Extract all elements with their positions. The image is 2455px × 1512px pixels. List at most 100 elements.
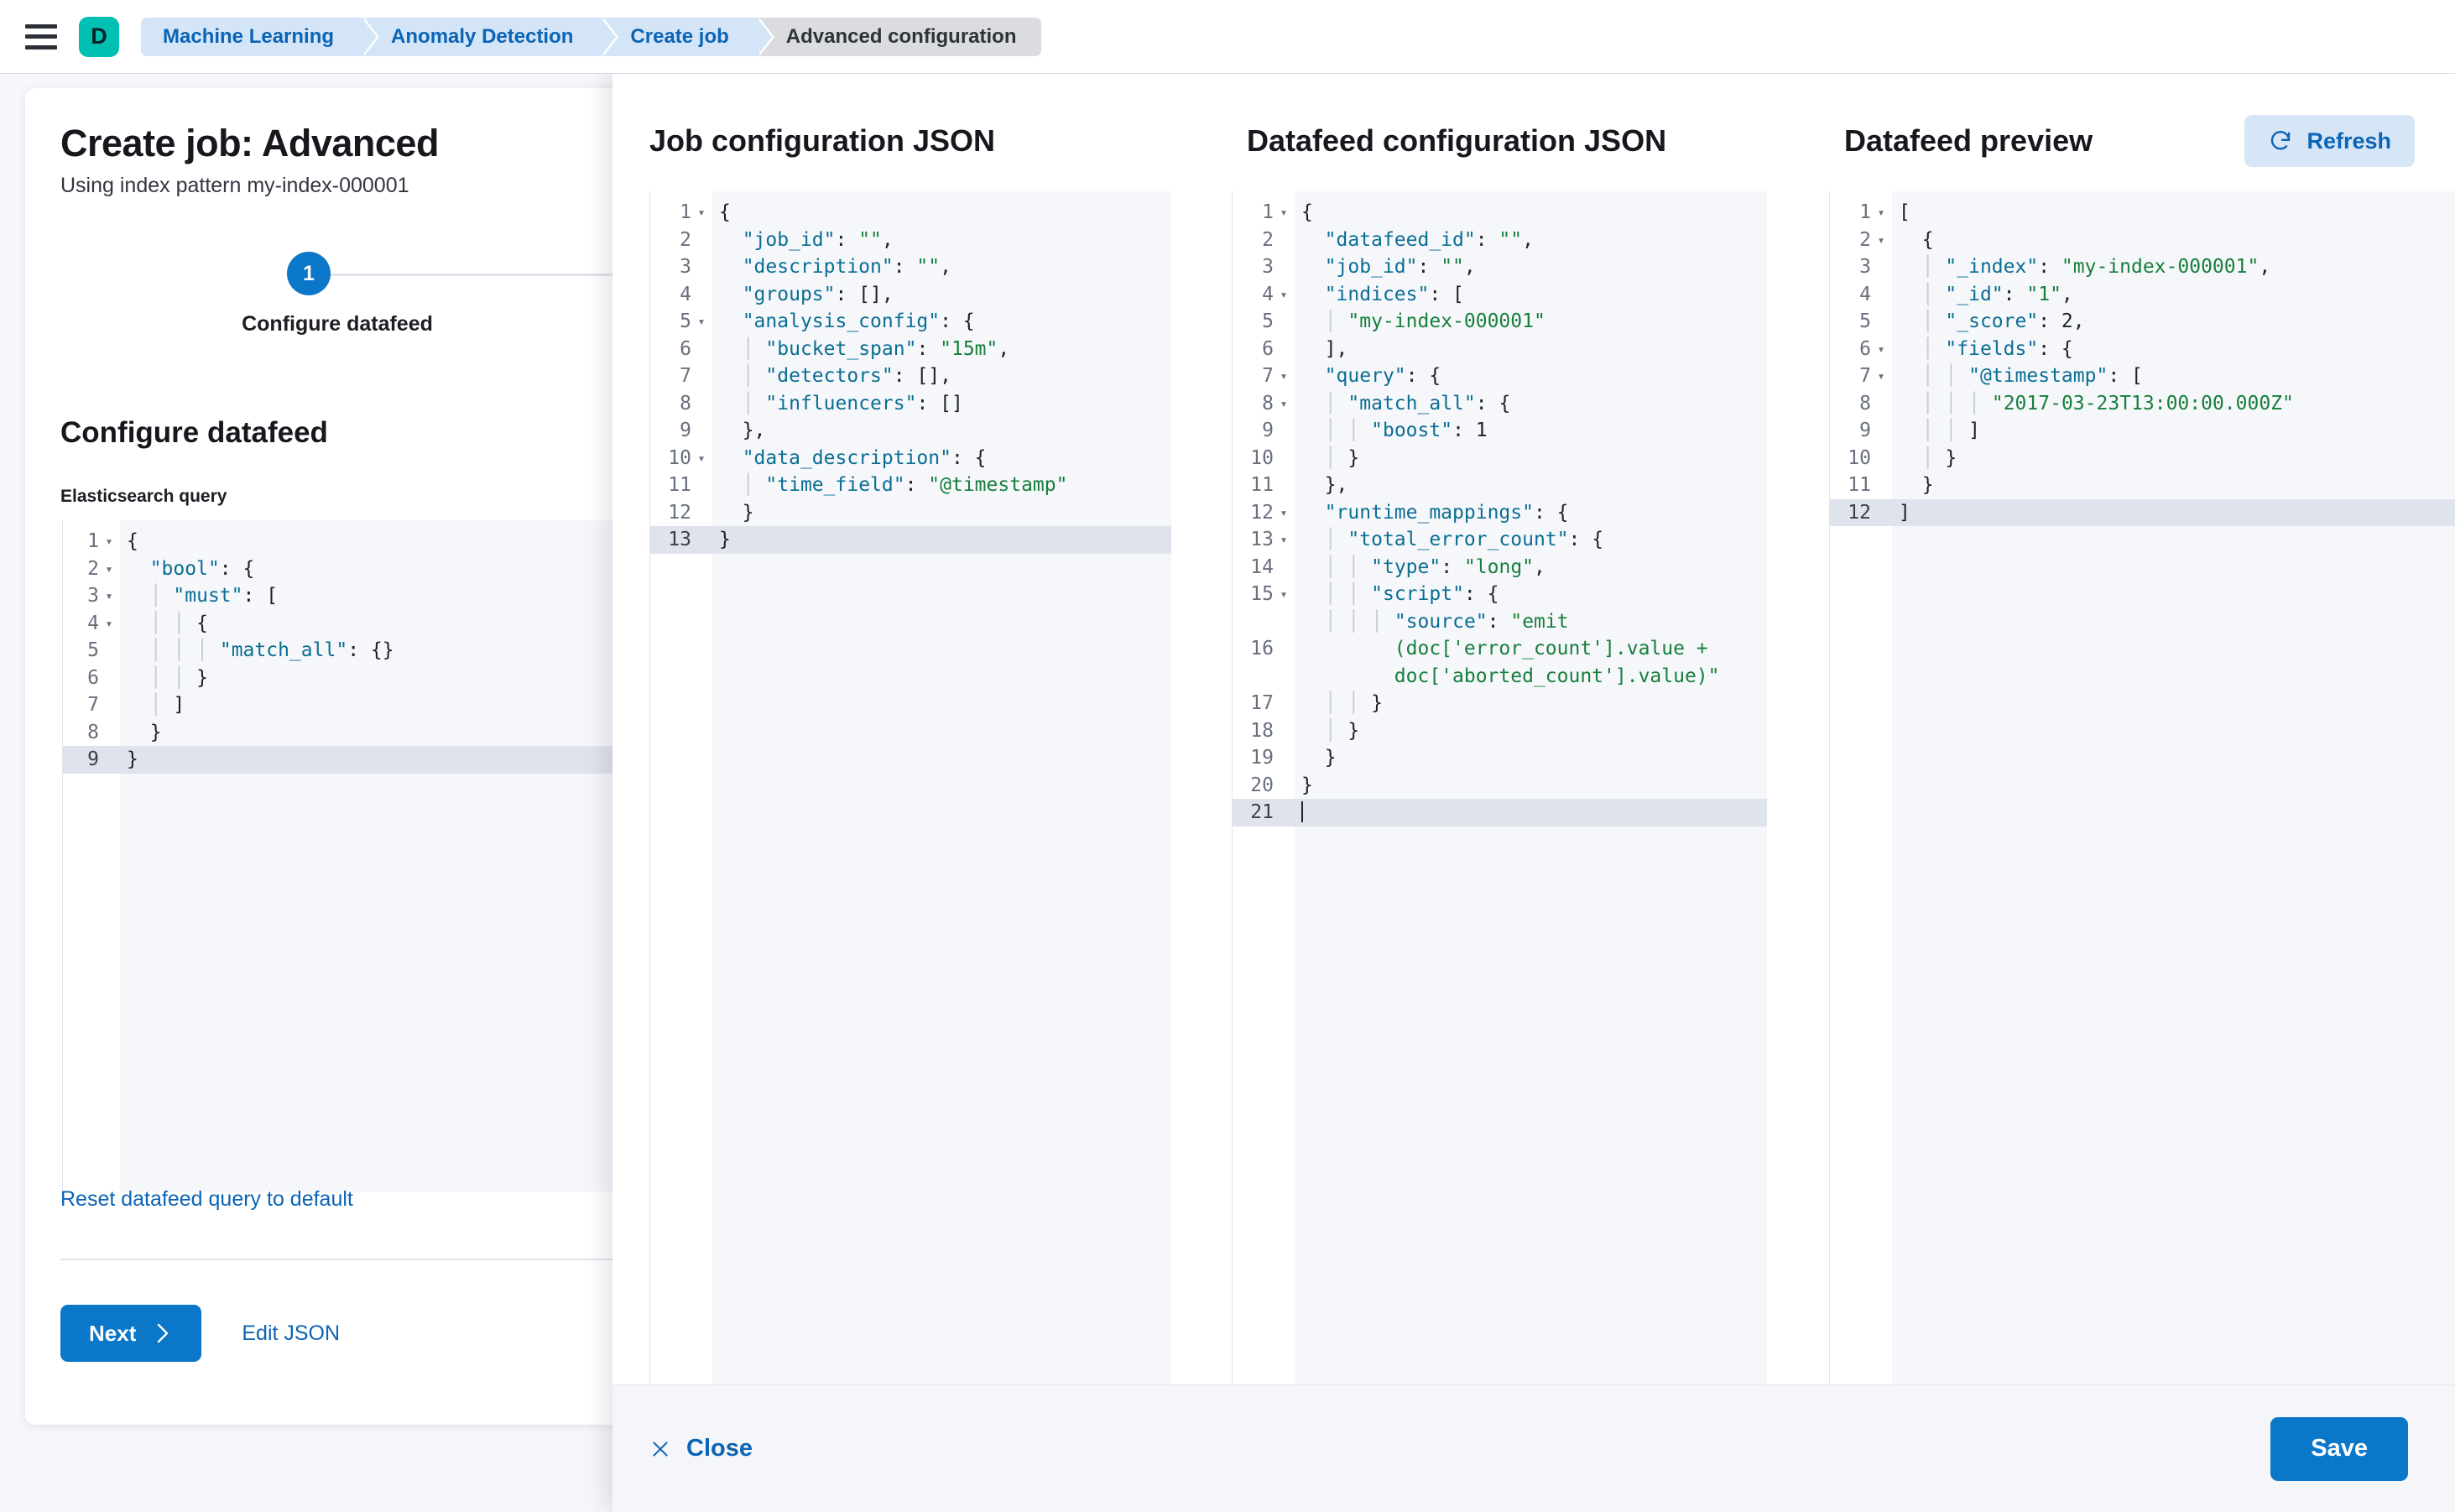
code-line[interactable]: │ } (1324, 719, 1360, 742)
datafeed-preview-editor[interactable]: 1▾2▾3▾4▾5▾6▾7▾8▾9▾10▾11▾12▾ [ { │ "_inde… (1829, 191, 2455, 1384)
code-line[interactable]: │ │ "type": "long", (1324, 555, 1545, 578)
code-line[interactable]: } (120, 746, 648, 774)
code-line[interactable]: } (1324, 747, 1337, 769)
code-line[interactable]: │ "_id": "1", (1921, 283, 2073, 305)
code-line[interactable]: │ "_score": 2, (1921, 310, 2085, 332)
code-line[interactable]: │ │ │ "match_all": {} (149, 639, 394, 661)
fold-arrow-icon[interactable]: ▾ (1280, 395, 1288, 411)
code-line[interactable]: │ │ "script": { (1324, 583, 1499, 605)
code-line[interactable]: "data_description": { (742, 446, 987, 469)
code-line[interactable]: "job_id": "", (1324, 256, 1476, 278)
code-line[interactable]: │ "influencers": [] (742, 392, 963, 414)
code-line[interactable]: }, (1324, 474, 1348, 496)
code-line[interactable]: { (1301, 201, 1313, 223)
line-number: 1▾ (63, 528, 120, 555)
code-line[interactable]: } (149, 721, 162, 743)
job-configuration-json-editor[interactable]: 1▾2▾3▾4▾5▾6▾7▾8▾9▾10▾11▾12▾13▾ { "job_id… (649, 191, 1171, 1384)
fold-arrow-icon[interactable]: ▾ (1280, 368, 1288, 383)
code-line[interactable]: │ │ "boost": 1 (1324, 420, 1488, 441)
breadcrumb-item-machine-learning[interactable]: Machine Learning (141, 17, 380, 56)
code-line[interactable]: { (1921, 228, 1934, 251)
code-line[interactable]: ] (1892, 498, 2455, 526)
editor-code-area[interactable]: { "datafeed_id": "", "job_id": "", "indi… (1295, 191, 1767, 1384)
code-line[interactable]: │ } (1921, 446, 1957, 469)
line-number: 15▾ (1233, 581, 1295, 608)
fold-arrow-icon[interactable]: ▾ (1877, 205, 1885, 220)
code-line[interactable]: } (1921, 474, 1934, 496)
elasticsearch-query-editor[interactable]: 1▾2▾3▾4▾5▾6▾7▾8▾9▾ { "bool": { │ "must":… (62, 520, 648, 1191)
code-line[interactable]: │ "must": [ (149, 585, 279, 607)
save-button[interactable]: Save (2270, 1416, 2408, 1481)
code-line[interactable]: │ "match_all": { (1324, 392, 1511, 414)
code-line[interactable]: "job_id": "", (742, 228, 894, 251)
code-line[interactable]: ], (1324, 337, 1348, 360)
code-line[interactable]: │ │ │ "source": "emit (doc['error_count'… (1324, 610, 1720, 687)
code-line[interactable]: │ "bucket_span": "15m", (742, 337, 1010, 360)
reset-datafeed-query-link[interactable]: Reset datafeed query to default (60, 1187, 353, 1211)
fold-arrow-icon[interactable]: ▾ (1280, 532, 1288, 547)
line-number: 20▾ (1250, 774, 1274, 796)
code-line[interactable]: │ │ } (1324, 692, 1383, 714)
hamburger-menu-icon[interactable] (25, 23, 57, 50)
fold-arrow-icon[interactable]: ▾ (1877, 341, 1885, 357)
code-line[interactable]: "query": { (1324, 365, 1441, 387)
code-line[interactable]: } (712, 526, 1171, 554)
fold-arrow-icon[interactable]: ▾ (1280, 587, 1288, 602)
edit-json-link[interactable]: Edit JSON (242, 1321, 341, 1345)
code-line[interactable] (1295, 799, 1767, 826)
datafeed-configuration-json-editor[interactable]: 1▾2▾3▾4▾5▾6▾7▾8▾9▾10▾11▾12▾13▾14▾15▾16▾1… (1232, 191, 1767, 1384)
code-line[interactable]: │ │ } (149, 666, 208, 689)
editor-code-area[interactable]: { "job_id": "", "description": "", "grou… (712, 191, 1171, 1384)
code-line[interactable]: "analysis_config": { (742, 310, 975, 332)
fold-arrow-icon[interactable]: ▾ (697, 205, 706, 220)
line-number: 3▾ (1859, 256, 1871, 278)
breadcrumb-item-create-job[interactable]: Create job (602, 17, 775, 56)
code-line[interactable]: } (742, 501, 754, 524)
code-line[interactable]: │ ] (149, 694, 185, 716)
fold-arrow-icon[interactable]: ▾ (105, 588, 113, 603)
code-line[interactable]: │ │ │ "2017-03-23T13:00:00.000Z" (1921, 392, 2294, 414)
editor-code-area[interactable]: { "bool": { │ "must": [ │ │ { │ │ │ "mat… (120, 520, 648, 1191)
code-line[interactable]: "description": "", (742, 256, 951, 278)
breadcrumb-item-anomaly-detection[interactable]: Anomaly Detection (362, 17, 619, 56)
code-line[interactable]: │ "detectors": [], (742, 365, 951, 387)
fold-arrow-icon[interactable]: ▾ (105, 534, 113, 549)
code-line[interactable]: │ "my-index-000001" (1324, 310, 1545, 332)
code-line[interactable]: │ "total_error_count": { (1324, 529, 1604, 550)
code-line[interactable]: { (127, 530, 138, 552)
code-line[interactable]: "datafeed_id": "", (1324, 228, 1534, 251)
next-button[interactable]: Next (60, 1305, 202, 1362)
fold-arrow-icon[interactable]: ▾ (1280, 205, 1288, 220)
deployment-logo-badge[interactable]: D (79, 16, 119, 57)
fold-arrow-icon[interactable]: ▾ (105, 615, 113, 631)
fold-arrow-icon[interactable]: ▾ (1877, 368, 1885, 383)
code-line[interactable]: { (719, 201, 731, 223)
fold-arrow-icon[interactable]: ▾ (1280, 504, 1288, 520)
code-line[interactable]: │ "time_field": "@timestamp" (742, 474, 1068, 496)
editor-code-area[interactable]: [ { │ "_index": "my-index-000001", │ "_i… (1892, 191, 2455, 1384)
code-line[interactable]: │ │ "@timestamp": [ (1921, 365, 2143, 387)
wizard-stepper: 1 Configure datafeed (60, 252, 648, 336)
fold-arrow-icon[interactable]: ▾ (697, 314, 706, 329)
code-line[interactable]: "groups": [], (742, 283, 894, 305)
code-line[interactable]: "runtime_mappings": { (1324, 501, 1569, 524)
code-line[interactable]: │ │ ] (1921, 420, 1980, 441)
fold-arrow-icon[interactable]: ▾ (1877, 232, 1885, 248)
code-line[interactable]: │ } (1324, 446, 1360, 469)
code-line[interactable]: "bool": { (149, 557, 255, 580)
line-number: 9▾ (1262, 420, 1274, 441)
fold-arrow-icon[interactable]: ▾ (697, 450, 706, 466)
code-line[interactable]: [ (1899, 201, 1910, 223)
code-line[interactable]: │ "_index": "my-index-000001", (1921, 256, 2271, 278)
code-line[interactable]: }, (742, 420, 766, 441)
fold-arrow-icon[interactable]: ▾ (1280, 286, 1288, 302)
code-line[interactable]: │ "fields": { (1921, 337, 2073, 360)
code-line[interactable]: } (1301, 774, 1313, 796)
refresh-button[interactable]: Refresh (2244, 115, 2415, 167)
close-button[interactable]: Close (649, 1435, 753, 1462)
breadcrumb-item-advanced-configuration[interactable]: Advanced configuration (757, 17, 1042, 56)
step-indicator-1[interactable]: 1 (287, 252, 331, 295)
code-line[interactable]: │ │ { (149, 612, 208, 634)
code-line[interactable]: "indices": [ (1324, 283, 1464, 305)
fold-arrow-icon[interactable]: ▾ (105, 560, 113, 576)
